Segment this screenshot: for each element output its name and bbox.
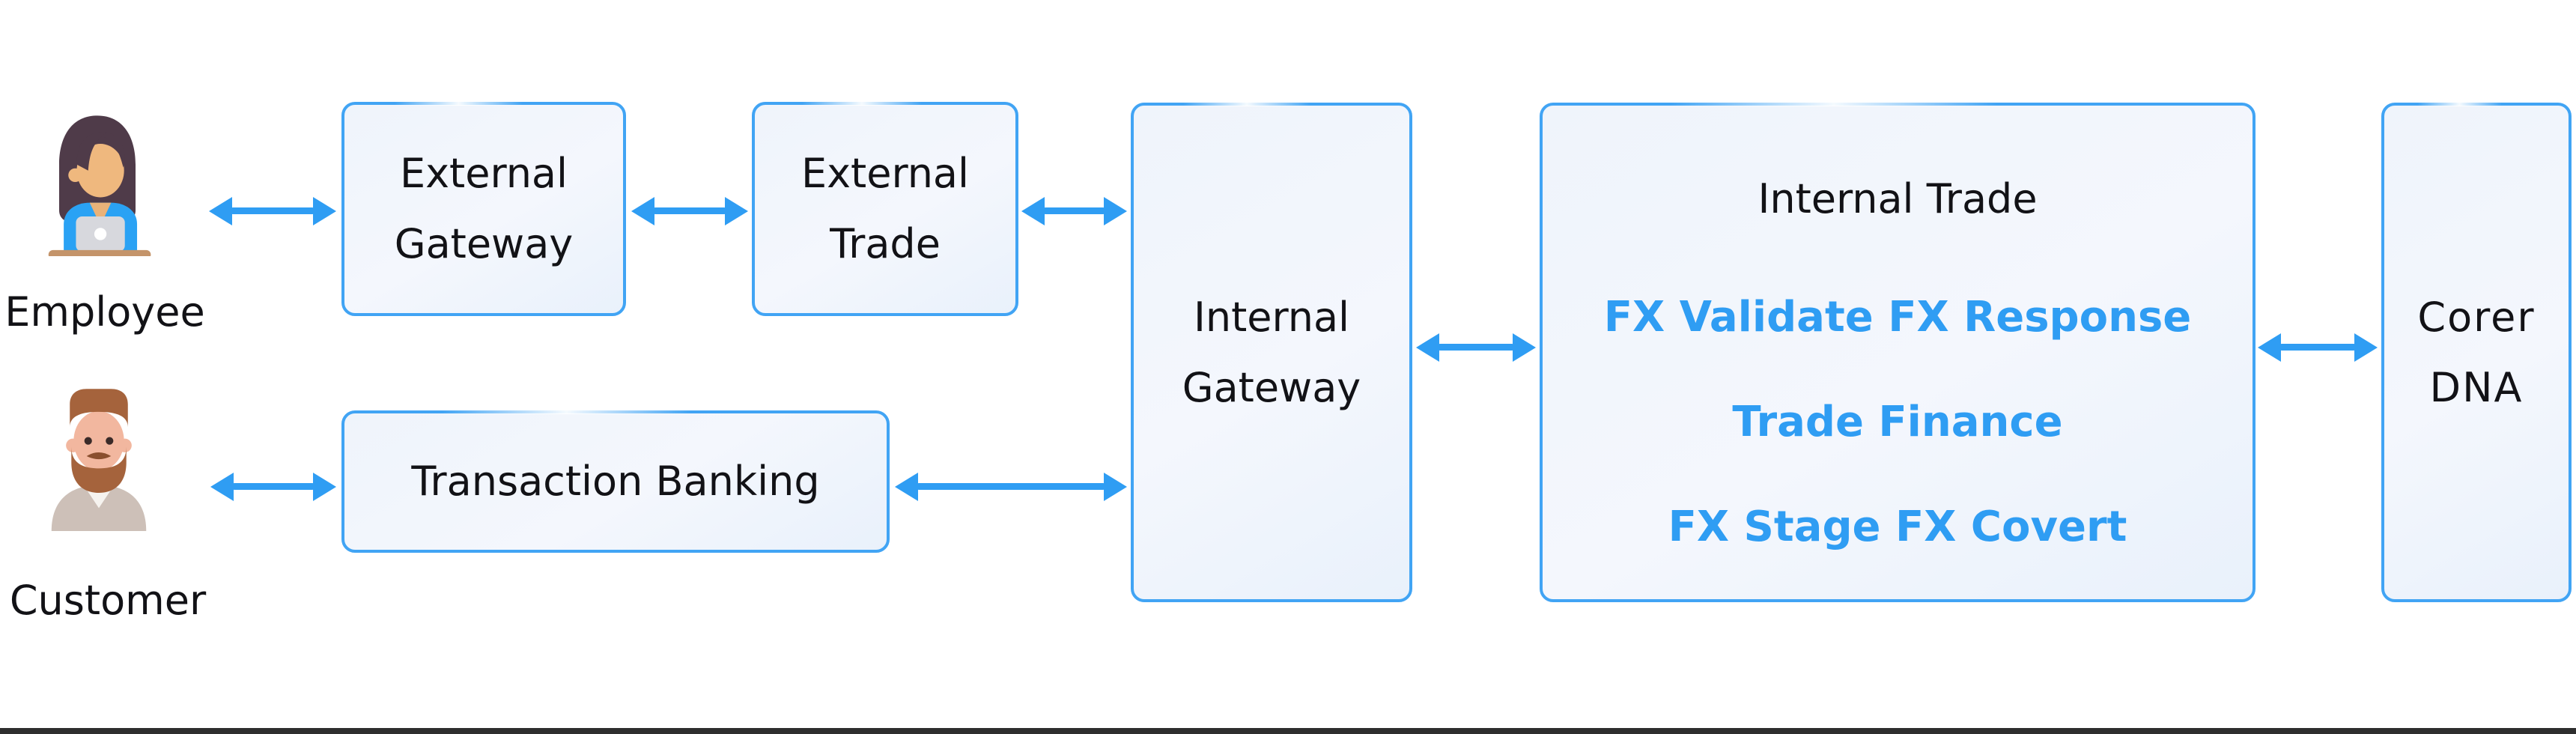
employee-label: Employee — [4, 288, 205, 336]
external-trade-line1: External — [801, 150, 970, 197]
arrow-internal-trade-corer-dna — [2280, 344, 2355, 351]
external-gateway-line2: Gateway — [394, 220, 574, 267]
woman-at-laptop-icon — [48, 115, 151, 256]
arrow-customer-transaction-banking — [233, 483, 314, 490]
node-transaction-banking: Transaction Banking — [341, 410, 890, 553]
internal-trade-item-fx-stage-fx-covert: FX Stage FX Covert — [1668, 503, 2127, 551]
arrow-external-trade-internal-gateway — [1044, 207, 1105, 214]
corer-dna-line2: DNA — [2429, 363, 2524, 411]
arrow-employee-external-gateway — [231, 207, 314, 214]
internal-gateway-line1: Internal — [1193, 293, 1350, 341]
node-external-trade: External Trade — [752, 102, 1018, 316]
arrow-transaction-banking-internal-gateway — [917, 483, 1105, 490]
arrow-external-gateway-external-trade — [654, 207, 726, 214]
internal-trade-title: Internal Trade — [1758, 175, 2038, 222]
bearded-man-icon — [51, 389, 147, 531]
internal-trade-item-fx-validate-fx-response: FX Validate FX Response — [1603, 293, 2192, 342]
node-internal-trade: Internal Trade FX Validate FX Response T… — [1540, 103, 2255, 602]
arrow-internal-gateway-internal-trade — [1439, 344, 1513, 351]
corer-dna-line1: Corer — [2417, 293, 2536, 341]
transaction-banking-label: Transaction Banking — [411, 458, 820, 505]
internal-trade-item-trade-finance: Trade Finance — [1732, 398, 2063, 446]
external-gateway-line1: External — [399, 150, 568, 197]
customer-label: Customer — [9, 577, 207, 624]
node-external-gateway: External Gateway — [341, 102, 626, 316]
node-internal-gateway: Internal Gateway — [1131, 103, 1412, 602]
internal-gateway-line2: Gateway — [1182, 363, 1361, 411]
external-trade-line2: Trade — [830, 220, 941, 267]
bottom-edge-bar — [0, 728, 2576, 734]
node-corer-dna: Corer DNA — [2381, 103, 2572, 602]
